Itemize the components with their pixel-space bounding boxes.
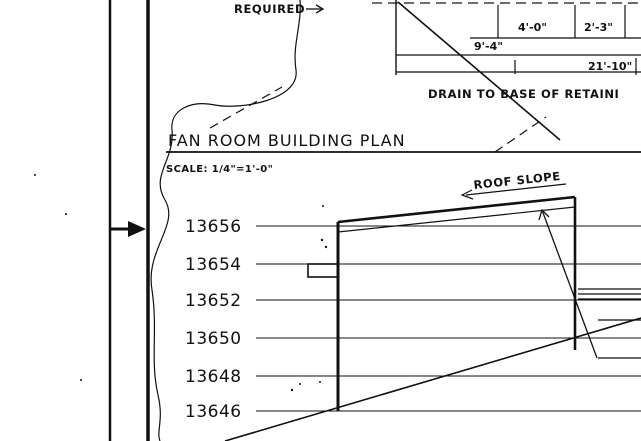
- dimension-4-0: 4'-0": [518, 21, 547, 34]
- adjacent-structure: [578, 288, 641, 359]
- elevation-label: 13654: [185, 255, 242, 275]
- scan-specks: [34, 174, 328, 392]
- roof-slope-arrow-icon: [460, 183, 567, 200]
- elevation-label: 13652: [185, 291, 242, 311]
- interior-arrow-icon: [538, 208, 598, 359]
- required-arrow-icon: [306, 4, 325, 14]
- elevation-label: 13646: [185, 402, 242, 422]
- fan-room-building-section: [307, 195, 577, 411]
- dashed-leader-2: [494, 116, 547, 153]
- wall-opening: [307, 263, 339, 278]
- elevation-grid: [256, 225, 641, 412]
- drain-note: DRAIN TO BASE OF RETAINI: [428, 87, 619, 101]
- grade-line: [224, 317, 641, 441]
- roof-slope-label: ROOF SLOPE: [473, 169, 562, 192]
- section-arrow-icon: [110, 221, 146, 237]
- dimension-21-10: 21'-10": [588, 60, 632, 73]
- elevation-label: 13648: [185, 367, 242, 387]
- dimension-2-3: 2'-3": [584, 21, 613, 34]
- dashed-leader-1: [209, 86, 283, 129]
- plan-title: FAN ROOM BUILDING PLAN: [168, 131, 406, 150]
- drain-diagonal-line: [397, 1, 561, 141]
- dimension-block: [372, 0, 641, 75]
- plan-scale: SCALE: 1/4"=1'-0": [166, 164, 273, 175]
- elevation-label: 13656: [185, 217, 242, 237]
- required-label: REQUIRED: [234, 2, 305, 16]
- elevation-label: 13650: [185, 329, 242, 349]
- dimension-9-4: 9'-4": [474, 40, 503, 53]
- wavy-cut-line: [150, 0, 301, 441]
